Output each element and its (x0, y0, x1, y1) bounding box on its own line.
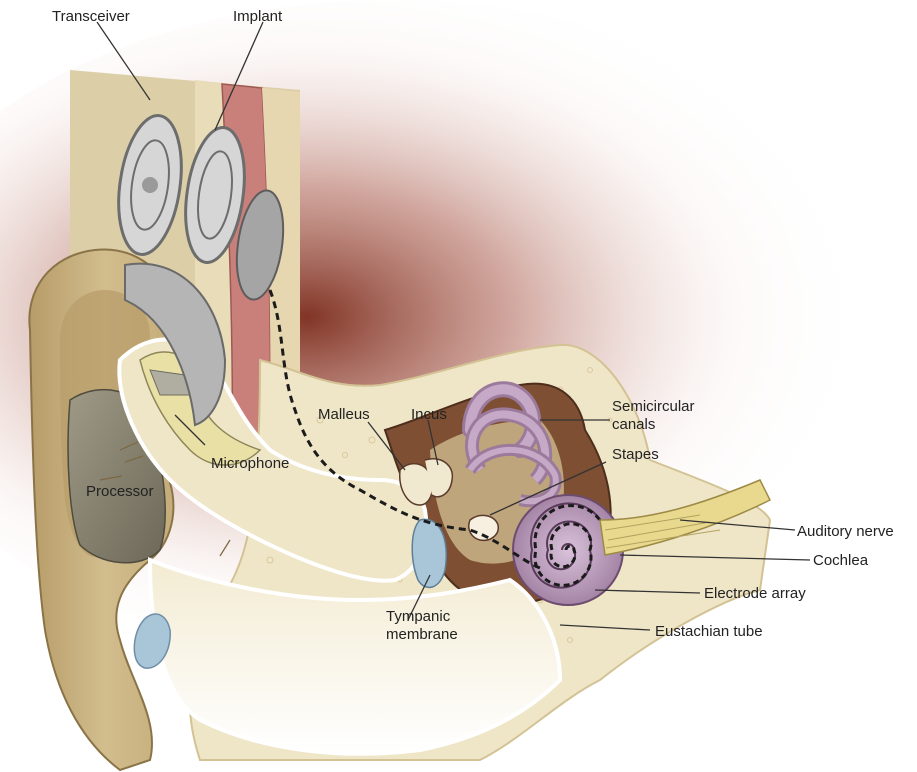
label-processor: Processor (86, 483, 154, 501)
label-semicircular-canals-line1: Semicircular (612, 398, 695, 416)
label-auditory-nerve: Auditory nerve (797, 523, 894, 541)
label-semicircular-canals-line2: canals (612, 416, 695, 434)
label-stapes: Stapes (612, 446, 659, 464)
label-malleus: Malleus (318, 406, 370, 424)
label-implant: Implant (233, 8, 282, 26)
label-tympanic-membrane: Tympanic membrane (386, 608, 458, 644)
label-cochlea: Cochlea (813, 552, 868, 570)
label-semicircular-canals: Semicircular canals (612, 398, 695, 434)
label-incus: Incus (411, 406, 447, 424)
label-microphone: Microphone (211, 455, 289, 473)
label-electrode-array: Electrode array (704, 585, 806, 603)
label-tympanic-membrane-line1: Tympanic (386, 608, 458, 626)
label-transceiver: Transceiver (52, 8, 130, 26)
label-eustachian-tube: Eustachian tube (655, 623, 763, 641)
label-tympanic-membrane-line2: membrane (386, 626, 458, 644)
